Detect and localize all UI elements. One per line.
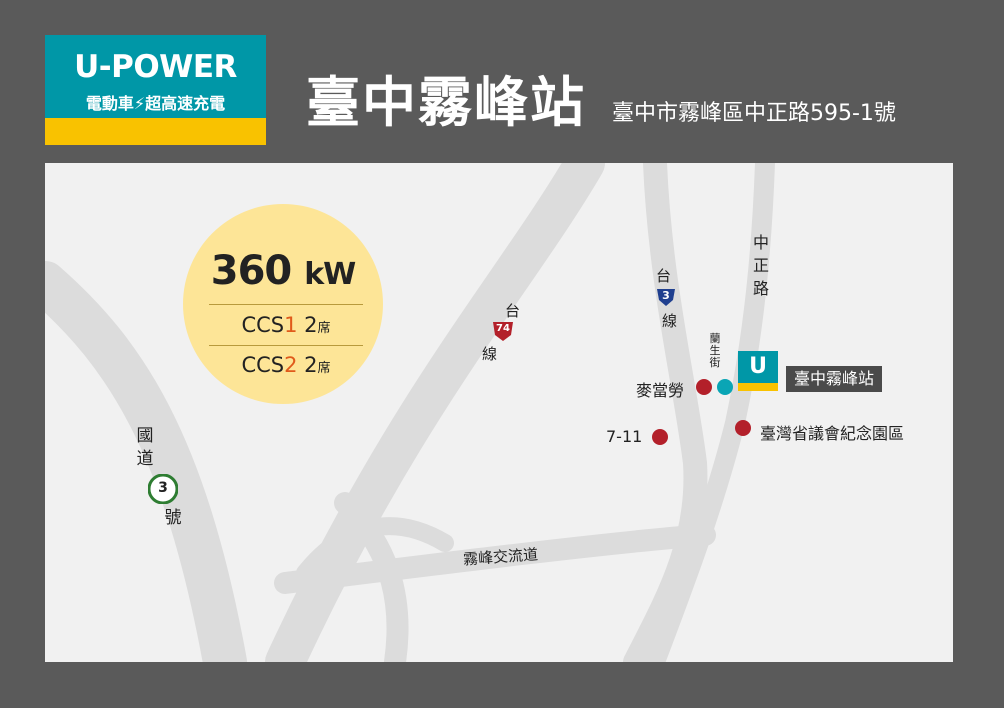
freeway-3-label-top: 國道 <box>136 426 154 469</box>
station-title: 臺中霧峰站 <box>306 71 586 134</box>
poi-assembly-park-red-dot-icon <box>735 420 751 436</box>
poi-mcdonalds-label: 麥當勞 <box>636 381 685 400</box>
connector-row-1: CCS1 2席 <box>209 304 363 346</box>
connector-seat-unit: 席 <box>317 361 331 376</box>
connector-seats: 2 <box>304 313 318 337</box>
logo-brand-name: U-POWER <box>74 49 237 85</box>
route-3-shield-icon: 3 <box>656 287 676 307</box>
wufeng-interchange-road <box>274 524 716 594</box>
freeway-3-shield-icon: 3 <box>148 474 178 504</box>
power-unit: kW <box>304 257 356 292</box>
connector-number: 1 <box>284 313 298 337</box>
station-map-label: 臺中霧峰站 <box>786 366 883 392</box>
poi-mcdonalds-red-dot-icon <box>696 379 712 395</box>
poi-711-label: 7-11 <box>606 427 643 446</box>
route-74-number: 74 <box>496 323 510 334</box>
route-74-road <box>265 163 605 662</box>
zhongzheng-road <box>645 163 775 662</box>
connector-row-2: CCS2 2席 <box>209 345 363 385</box>
station-marker-bar <box>738 383 778 391</box>
power-value: 360 kW <box>183 248 383 294</box>
connector-type: CCS <box>241 313 285 337</box>
route-74-label-bottom: 線 <box>482 345 498 363</box>
station-teal-dot-icon <box>717 379 733 395</box>
freeway-3-label-bottom: 號 <box>164 508 182 528</box>
route-74-label-top: 台 <box>505 302 521 320</box>
station-u-marker-icon: U <box>738 351 778 391</box>
route-3-number: 3 <box>662 289 670 302</box>
poi-assembly-park-label: 臺灣省議會紀念園區 <box>760 424 905 443</box>
interchange-loop <box>296 517 454 582</box>
power-number: 360 <box>210 248 292 294</box>
station-marker-letter: U <box>738 351 778 383</box>
u-power-logo: U-POWER 電動車⚡超高速充電 <box>45 35 266 145</box>
station-address: 臺中市霧峰區中正路595-1號 <box>612 101 896 126</box>
route-74-shield-icon: 74 <box>491 319 515 343</box>
road-network <box>45 163 775 662</box>
connector-type: CCS <box>241 353 285 377</box>
location-map: 360 kW CCS1 2席 CCS2 2席 國道 3 號 台 <box>45 163 953 662</box>
lansheng-street-label: 蘭生街 <box>709 332 721 369</box>
route-3-label-top: 台 <box>656 267 672 285</box>
freeway-3-number: 3 <box>158 480 168 496</box>
poi-711-red-dot-icon <box>652 429 668 445</box>
logo-tagline: 電動車⚡超高速充電 <box>85 94 226 113</box>
route-3-label-bottom: 線 <box>662 312 678 330</box>
zhongzheng-road-label: 中正路 <box>752 233 769 298</box>
connector-number: 2 <box>284 353 298 377</box>
connector-seat-unit: 席 <box>317 321 331 336</box>
connector-seats: 2 <box>304 353 318 377</box>
freeway-3-road <box>45 261 247 662</box>
route-3-road <box>623 163 708 662</box>
logo-yellow-bar <box>45 118 266 145</box>
power-info-circle: 360 kW CCS1 2席 CCS2 2席 <box>183 204 383 404</box>
